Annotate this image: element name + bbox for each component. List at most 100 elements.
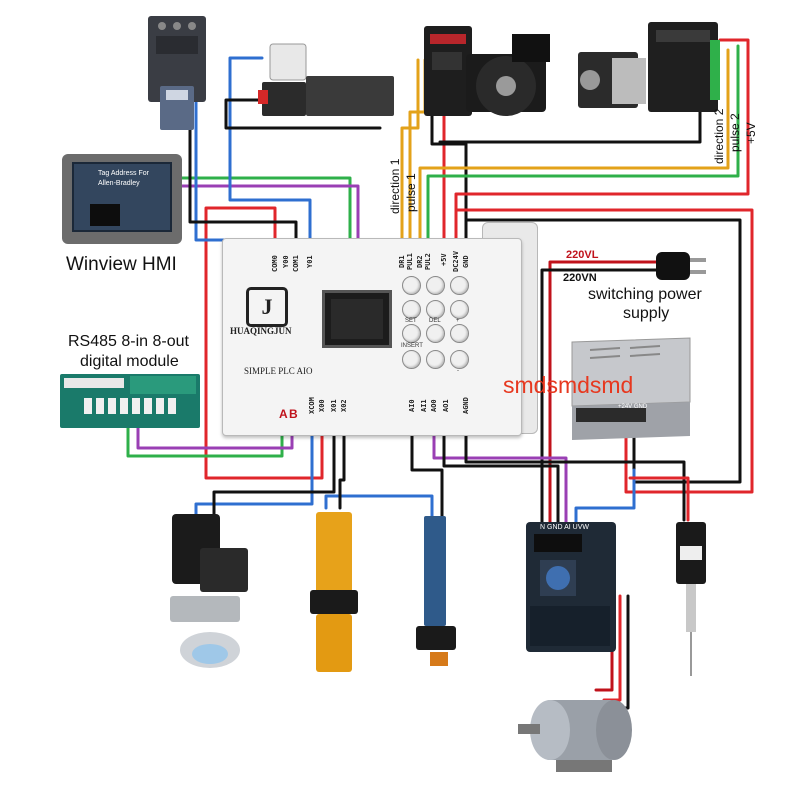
terminal-y00: Y00 — [282, 255, 290, 268]
plc-key[interactable] — [426, 324, 445, 343]
wire-sensor3-black — [410, 416, 444, 518]
wire-220vn — [540, 268, 658, 532]
wire-stepper-black — [438, 108, 702, 144]
plc-key-insert-label: INSERT — [401, 343, 423, 349]
wire-valve-black — [224, 98, 382, 130]
terminal-gnd: GND — [462, 255, 470, 268]
label-rs485-b: B — [289, 407, 298, 421]
terminal-x01: X01 — [330, 399, 338, 412]
photoelectric-sensor-device — [310, 512, 358, 672]
rs485-label-line1: RS485 8-in 8-out — [68, 333, 189, 350]
terminal-x02: X02 — [340, 399, 348, 412]
label-220vn: 220VN — [563, 272, 597, 284]
direction1-label: direction 1 — [388, 158, 402, 214]
hmi-screen-line1: Tag Address For — [98, 170, 149, 177]
terminal-xcom: XCOM — [308, 397, 316, 414]
plc-key[interactable] — [402, 350, 421, 369]
wire-contactor-black — [188, 128, 298, 246]
wire-valve-blue — [228, 56, 312, 246]
plc-key-minus[interactable] — [450, 350, 469, 369]
plc-key-insert[interactable] — [402, 324, 421, 343]
terminal-x00: X00 — [318, 399, 326, 412]
power-supply-device — [571, 337, 691, 440]
terminal-5v: +5V — [440, 253, 448, 266]
pulse2-label: pulse 2 — [728, 113, 742, 152]
wire-agnd-black — [464, 416, 686, 522]
plc-key-minus-label: - — [457, 368, 459, 374]
stepper-drive-device — [648, 22, 720, 112]
inductive-sensor-device — [416, 516, 456, 666]
terminal-pul1: PUL1 — [406, 253, 414, 270]
plc-lcd-screen — [322, 290, 392, 348]
plc-key[interactable] — [426, 350, 445, 369]
wire-ai-purple — [432, 416, 568, 532]
terminal-agnd: AGND — [462, 397, 470, 414]
rs485-label-line2: digital module — [80, 353, 179, 370]
wire-220vl — [548, 260, 658, 532]
contactor-device — [148, 16, 206, 130]
wire-temp-red — [628, 476, 690, 522]
wire-vfd-blue — [574, 468, 636, 532]
wire-rs485-green — [126, 418, 284, 458]
terminal-com1: COM1 — [292, 255, 300, 272]
terminal-ao1: AO1 — [442, 399, 450, 412]
plc-key-set[interactable] — [402, 300, 421, 319]
vfd-terminals: N GND AI UVW — [540, 524, 590, 531]
terminal-pul2: PUL2 — [424, 253, 432, 270]
wire-hmi-green — [176, 176, 352, 246]
wire-red-com — [204, 206, 324, 480]
ac-motor-device — [518, 700, 632, 772]
rs485-module-device — [60, 374, 200, 428]
servo-motor-device — [466, 34, 550, 116]
plc-model: SIMPLE PLC AIO — [244, 366, 313, 376]
terminal-ao0: AO0 — [430, 399, 438, 412]
hmi-screen-line2: Allen-Bradley — [98, 180, 140, 187]
hmi-label: Winview HMI — [66, 254, 177, 275]
direction2-label: direction 2 — [712, 108, 726, 164]
plus5v-label: +5V — [744, 122, 758, 144]
vfd-device — [526, 522, 616, 652]
wire-24v-red — [454, 208, 754, 494]
power-supply-label-line1: switching power — [588, 286, 702, 303]
plc-logo: J — [246, 287, 288, 327]
stepper-motor-device — [578, 52, 646, 108]
label-220vl: 220VL — [566, 249, 599, 261]
terminal-dc24v: DC24V — [452, 250, 460, 272]
plc-key-plus-label: + — [456, 318, 460, 324]
power-plug-device — [656, 252, 706, 280]
plc-key-del[interactable] — [426, 300, 445, 319]
wire-ai-black — [442, 416, 560, 532]
hmi-device — [62, 154, 182, 244]
wire-sensor2-black — [338, 416, 346, 510]
position-switch-device — [170, 514, 248, 668]
terminal-dr2: DR2 — [416, 255, 424, 268]
watermark-text: smdsmdsmd — [503, 372, 634, 398]
plc-key[interactable] — [426, 276, 445, 295]
plc-key[interactable] — [402, 276, 421, 295]
wire-servo1-black — [430, 96, 468, 246]
terminal-y01: Y01 — [306, 255, 314, 268]
wire-sensor1-black — [212, 416, 336, 526]
terminal-ai0: AI0 — [408, 399, 416, 412]
terminal-dr1: DR1 — [398, 255, 406, 268]
servo-drive-device — [424, 26, 472, 116]
wire-direction2 — [418, 48, 730, 246]
plc-key-set-label: SET — [405, 318, 417, 324]
terminal-com0: COM0 — [271, 255, 279, 272]
terminal-ai1: AI1 — [420, 399, 428, 412]
wire-pulse2 — [426, 44, 740, 246]
solenoid-valve-device — [258, 43, 394, 116]
plc-key[interactable] — [450, 324, 469, 343]
plc-unit — [222, 238, 522, 436]
plc-brand: HUAQINGJUN — [230, 326, 292, 336]
plc-key[interactable] — [450, 276, 469, 295]
power-supply-terminals: +24V GND — [618, 404, 648, 410]
wire-sensor2-blue — [324, 494, 434, 518]
power-supply-label-line2: supply — [623, 305, 670, 322]
wire-hmi-purple — [176, 184, 360, 246]
label-rs485-a: A — [279, 407, 288, 421]
plc-key-del-label: DEL — [429, 318, 441, 324]
pulse1-label: pulse 1 — [404, 173, 418, 212]
plc-key-plus[interactable] — [450, 300, 469, 319]
